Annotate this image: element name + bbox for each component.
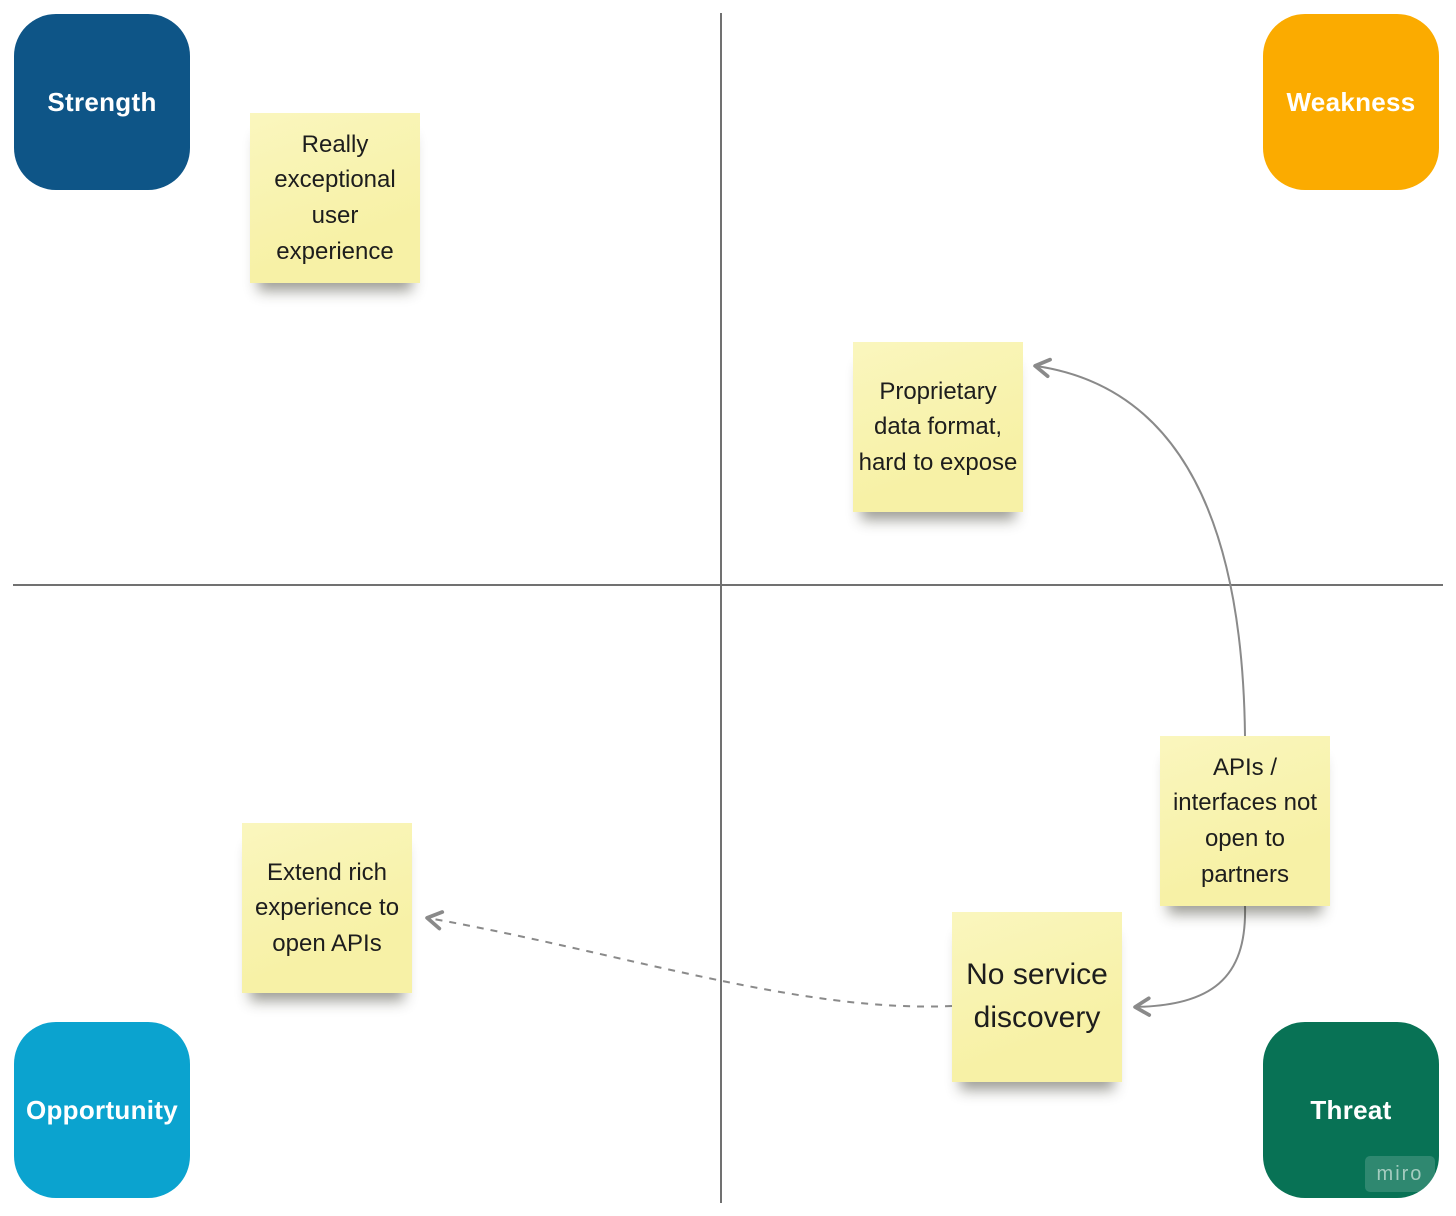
quadrant-label-threat-text: Threat (1310, 1094, 1392, 1125)
quadrant-label-weakness[interactable]: Weakness (1263, 14, 1439, 190)
sticky-note-user-experience[interactable]: Really exceptional user experience (250, 113, 420, 283)
sticky-note-service-discovery-text: No service discovery (966, 958, 1108, 1034)
quadrant-label-opportunity-text: Opportunity (25, 1094, 179, 1125)
quadrant-label-threat[interactable]: Threat (1263, 1022, 1439, 1198)
sticky-note-open-apis-text: Extend rich experience to open APIs (254, 858, 400, 957)
miro-watermark[interactable]: miro (1365, 1156, 1435, 1192)
quadrant-label-strength-text: Strength (47, 86, 157, 117)
quadrant-label-opportunity[interactable]: Opportunity (14, 1022, 190, 1198)
miro-watermark-text: miro (1376, 1162, 1424, 1185)
sticky-note-service-discovery[interactable]: No service discovery (952, 912, 1122, 1082)
connector-apis-to-data-format[interactable] (1033, 357, 1246, 737)
connector-apis-to-service-discovery[interactable] (1133, 905, 1247, 1017)
vertical-axis-line (720, 13, 722, 1203)
sticky-note-apis-closed[interactable]: APIs / interfaces not open to partners (1160, 736, 1330, 906)
sticky-note-data-format[interactable]: Proprietary data format, hard to expose (853, 342, 1023, 512)
quadrant-label-strength[interactable]: Strength (14, 14, 190, 190)
sticky-note-apis-closed-text: APIs / interfaces not open to partners (1172, 753, 1318, 888)
connector-service-discovery-to-open-apis[interactable] (425, 910, 953, 1008)
sticky-note-open-apis[interactable]: Extend rich experience to open APIs (242, 823, 412, 993)
sticky-note-data-format-text: Proprietary data format, hard to expose (858, 377, 1018, 476)
sticky-note-user-experience-text: Really exceptional user experience (274, 130, 396, 265)
horizontal-axis-line (13, 584, 1443, 586)
quadrant-label-weakness-text: Weakness (1286, 86, 1416, 117)
